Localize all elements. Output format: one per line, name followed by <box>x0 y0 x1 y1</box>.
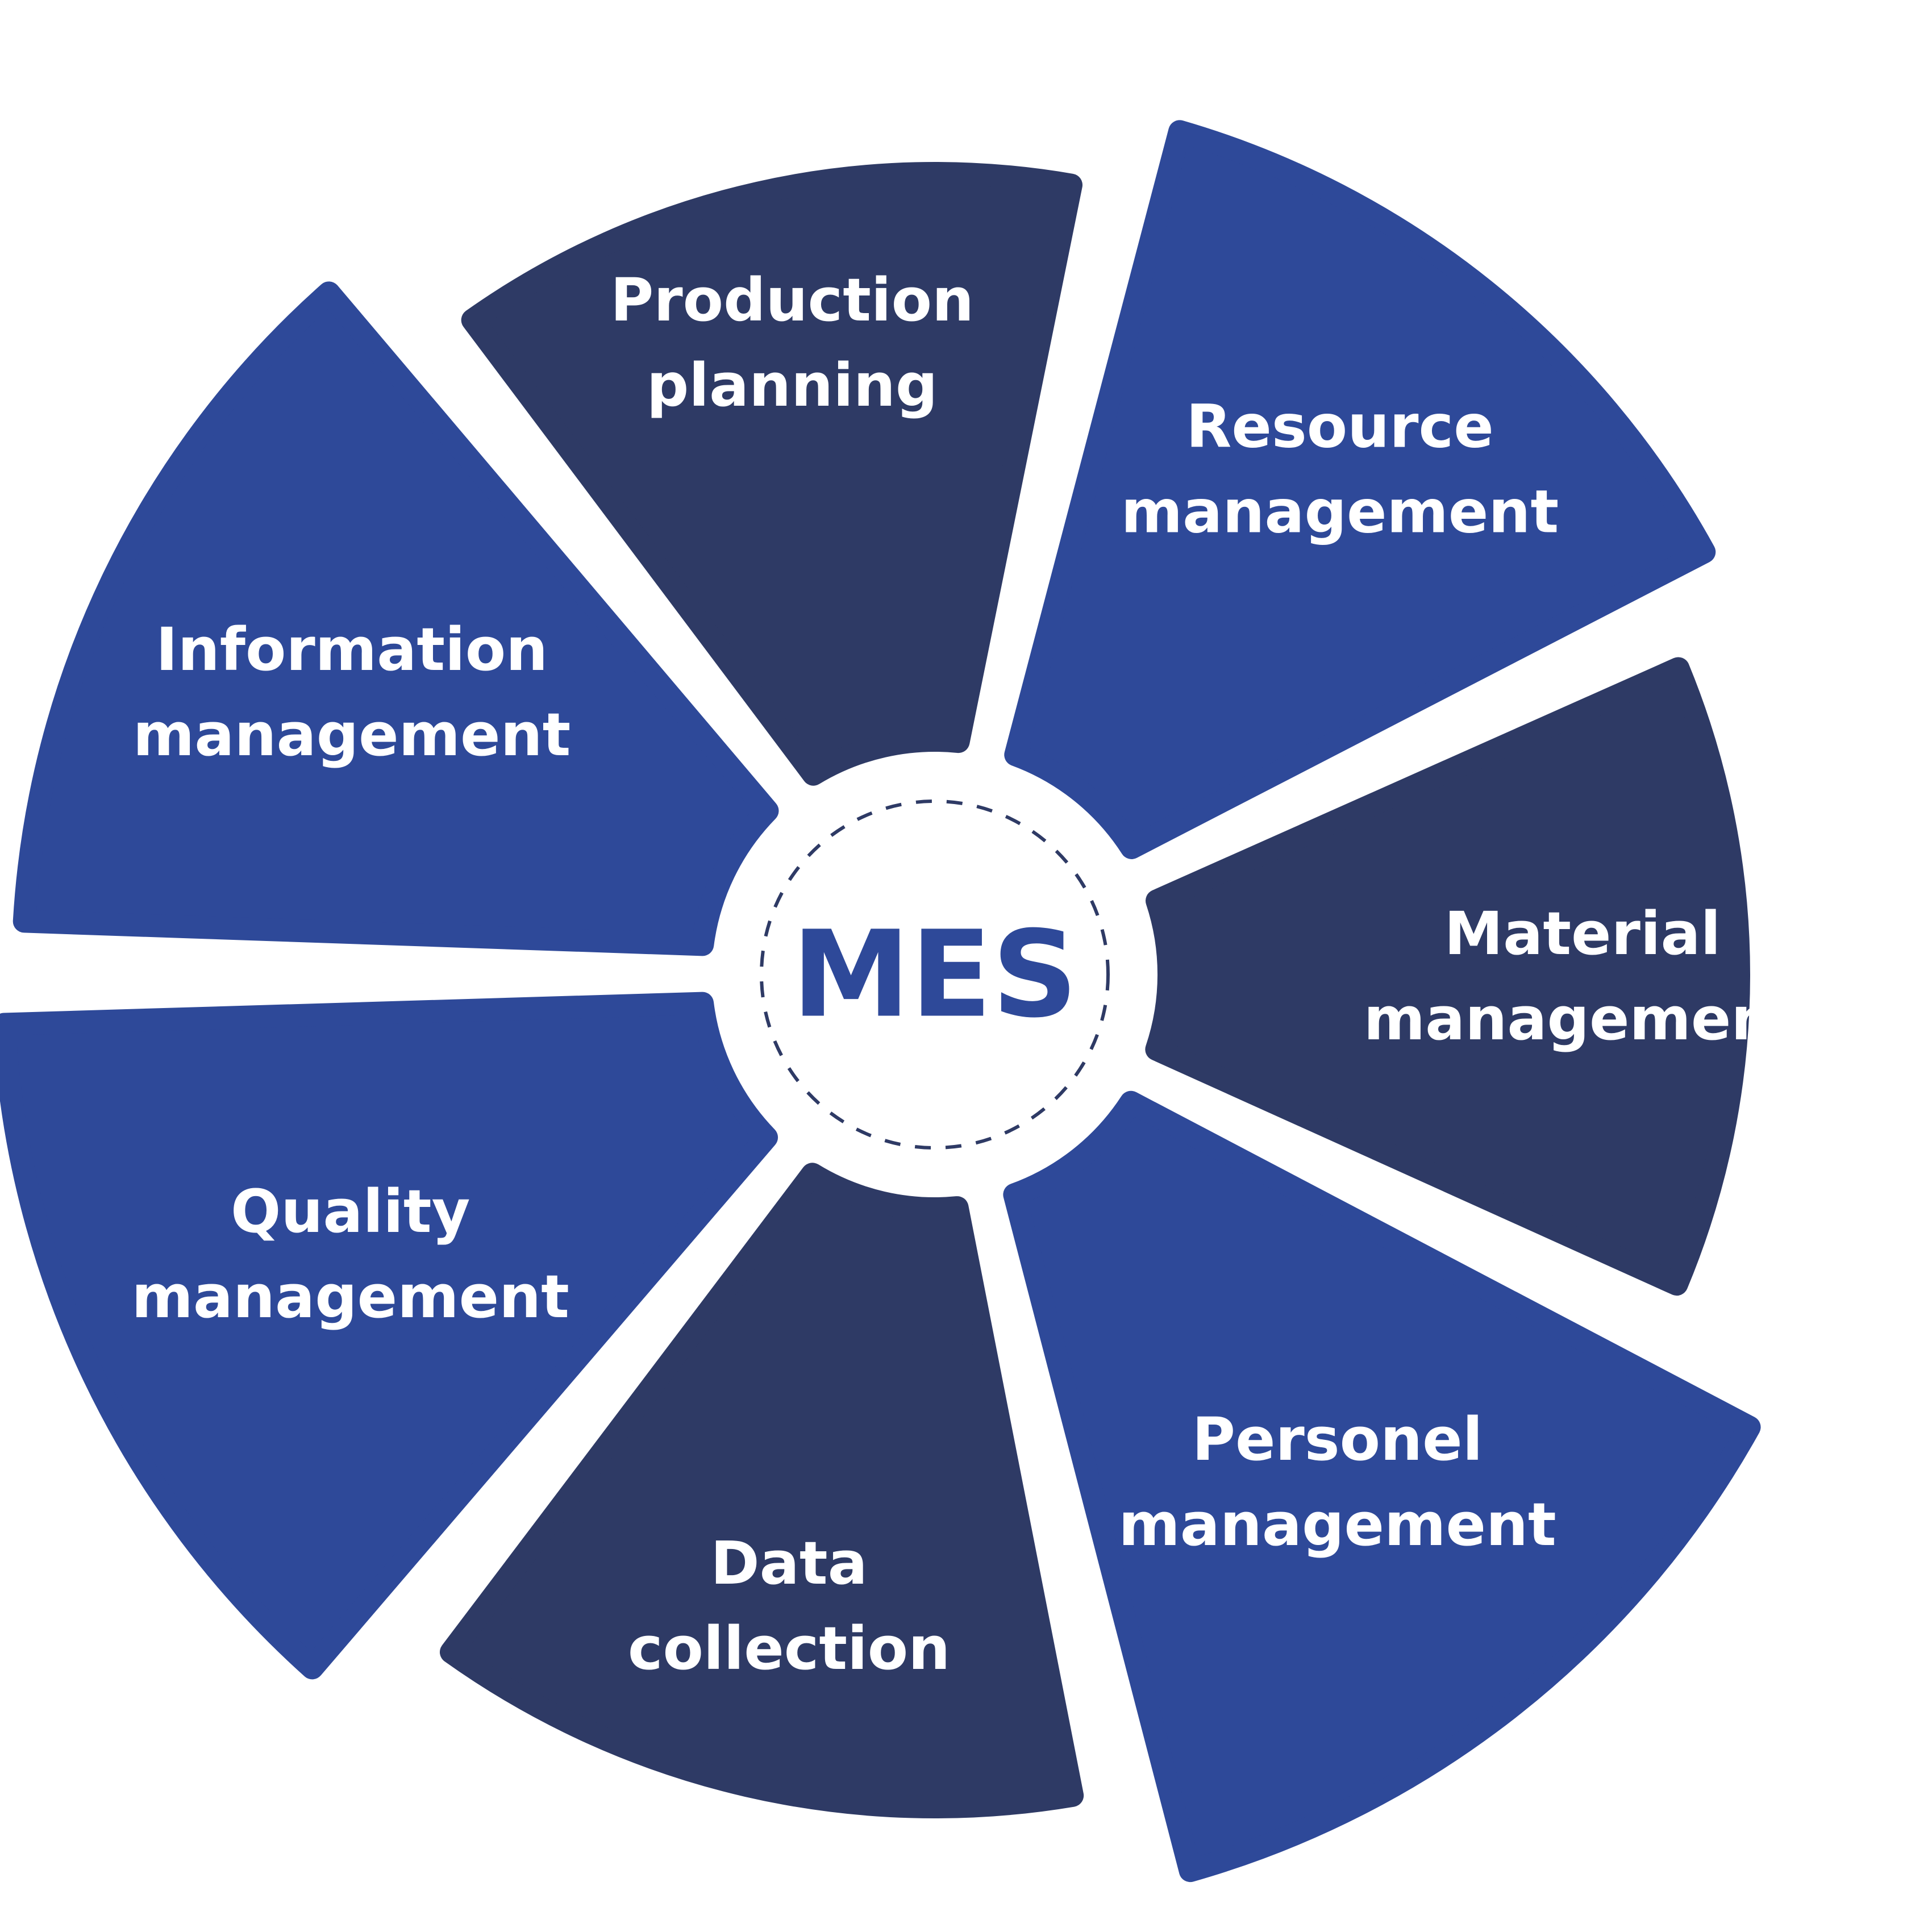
segment-label: Data collection <box>628 1529 950 1683</box>
segment-label: Production planning <box>610 265 974 420</box>
segment-shape <box>1003 1090 1761 1883</box>
segment-2: Personel management <box>1003 1090 1761 1883</box>
segment-shape <box>1004 120 1716 859</box>
segment-3: Data collection <box>439 1163 1084 1818</box>
center-hub: MES <box>760 800 1110 1150</box>
segment-label: Material management <box>1364 899 1801 1054</box>
segment-label-line: planning <box>647 351 938 420</box>
segment-label-line: Data <box>710 1529 867 1598</box>
segment-label: Information management <box>133 615 571 769</box>
segment-6: Production planning <box>461 162 1082 786</box>
segment-label-line: Material <box>1444 899 1721 968</box>
segment-shape <box>439 1163 1084 1818</box>
segment-label-line: Quality <box>231 1177 470 1246</box>
segment-shape <box>1145 657 1750 1296</box>
segment-label-line: management <box>1364 984 1801 1054</box>
segment-label-line: management <box>1118 1490 1556 1559</box>
segment-label-line: management <box>133 700 571 769</box>
segment-label-line: collection <box>628 1614 950 1683</box>
segment-4: Quality management <box>0 992 778 1680</box>
segment-0: Resource management <box>1004 120 1716 859</box>
center-dashed-ring <box>760 800 1110 1150</box>
segment-1: Material management <box>1145 657 1801 1296</box>
segment-label-line: Resource <box>1186 392 1493 461</box>
segment-label: Quality management <box>131 1177 569 1331</box>
segment-5: Information management <box>13 281 779 956</box>
segment-shape <box>461 162 1082 786</box>
segment-shape <box>13 281 779 956</box>
segment-label: Resource management <box>1121 392 1559 546</box>
segment-label: Personel management <box>1118 1405 1556 1559</box>
segment-label-line: management <box>131 1262 569 1331</box>
segment-shape <box>0 992 778 1680</box>
segment-label-line: Production <box>610 265 974 335</box>
segment-label-line: Information <box>156 615 548 684</box>
segment-label-line: management <box>1121 477 1559 546</box>
segment-label-line: Personel <box>1192 1405 1483 1474</box>
center-label: MES <box>792 905 1078 1044</box>
